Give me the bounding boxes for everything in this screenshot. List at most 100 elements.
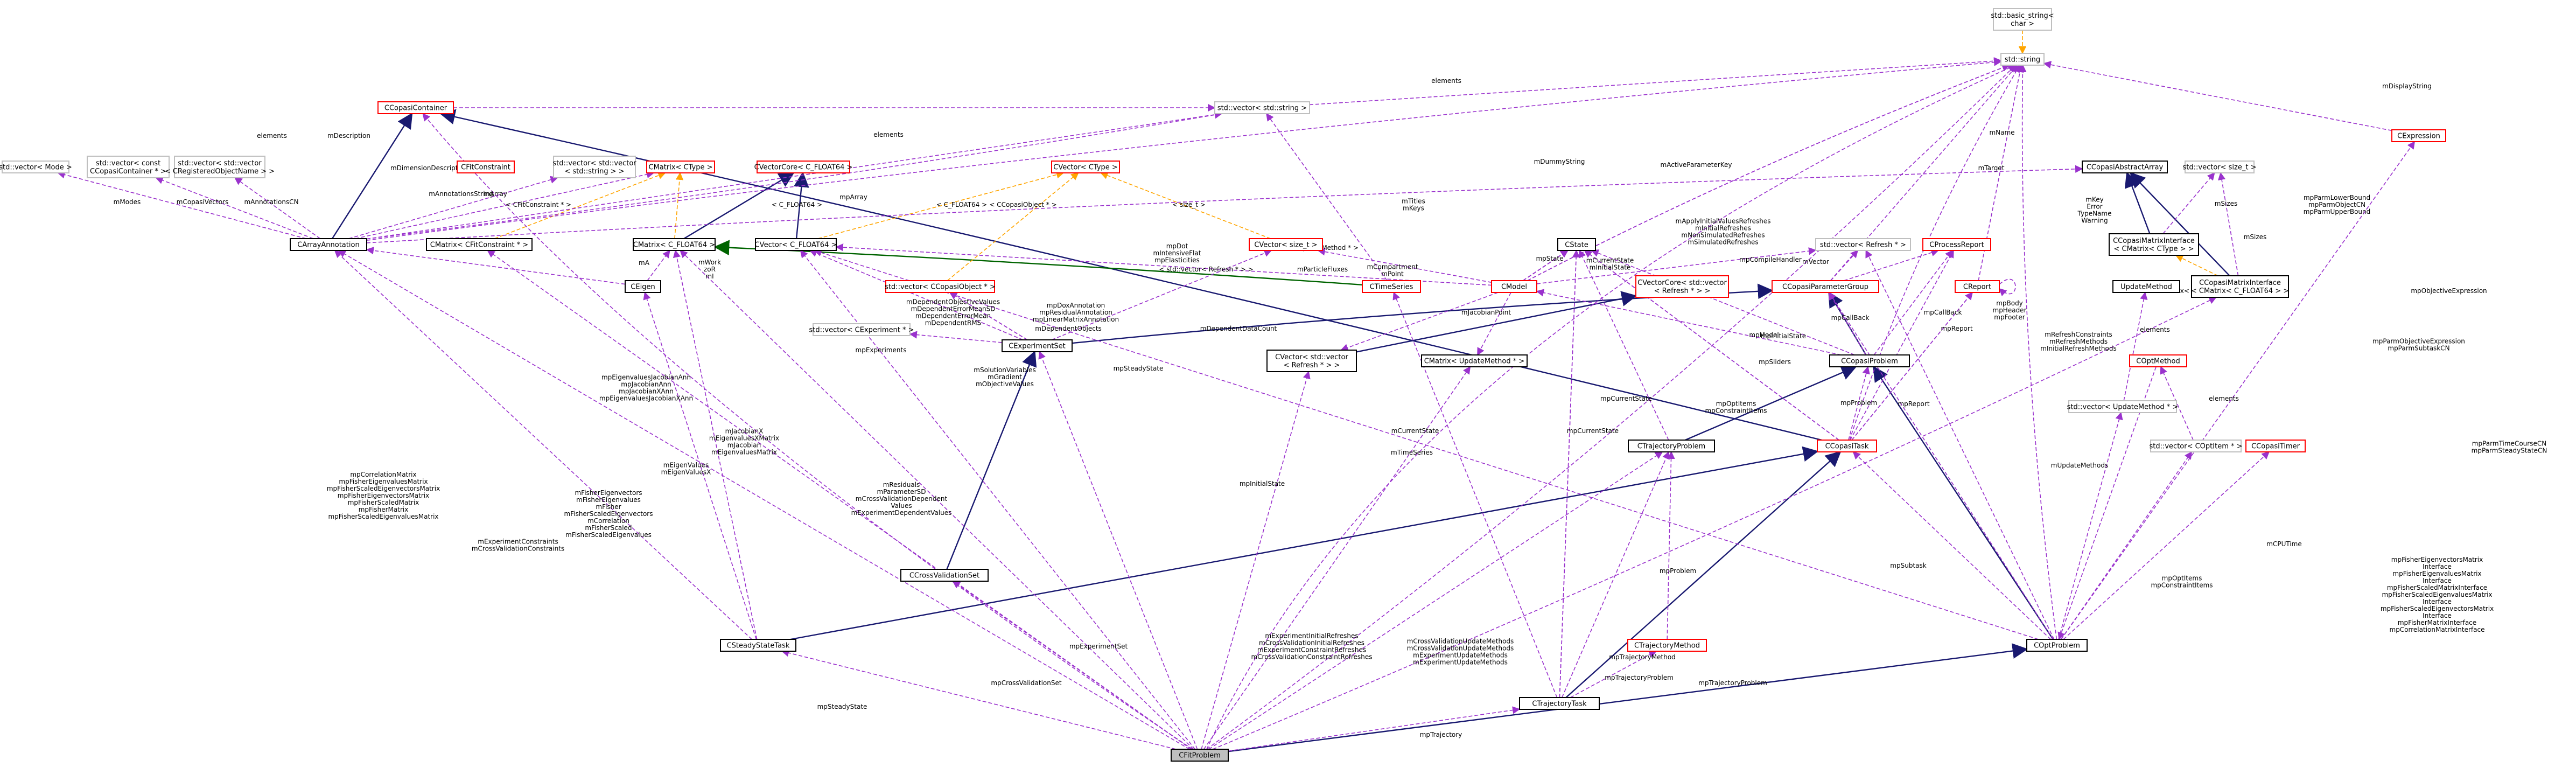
node-cvector_cfloat[interactable]: CVector< C_FLOAT64 >: [755, 238, 837, 251]
node-box: [1491, 280, 1537, 293]
node-cvectorcore_refresh[interactable]: CVectorCore< std::vector< Refresh * > >: [1635, 275, 1729, 298]
edge-line: [1206, 64, 2017, 750]
edge-line: [1685, 365, 1857, 441]
edge-coptproblem-to-cexpression: [2061, 141, 2416, 640]
edge-label-mdependentobjects: mDependentObjects: [1035, 325, 1102, 332]
edge-line: [1536, 247, 1817, 284]
node-cfconstraint[interactable]: CFitConstraint: [457, 161, 515, 173]
edge-label-mpcrossvalidationset: mpCrossValidationSet: [991, 679, 1061, 687]
node-vec_stdstring[interactable]: std::vector< std::string >: [1214, 101, 1310, 114]
edge-carrayannotation-to-vec_constcontainer: [155, 176, 313, 239]
edge-ccopasitask-to-cprocessreport: [1850, 249, 1954, 441]
node-ccrossvalidationset[interactable]: CCrossValidationSet: [900, 569, 989, 582]
node-label: std::vector< CCopasiObject * >: [885, 283, 996, 291]
node-cmodel[interactable]: CModel: [1491, 280, 1537, 293]
node-ctrajectorytask[interactable]: CTrajectoryTask: [1519, 697, 1600, 710]
node-vec_coptitem[interactable]: std::vector< COptItem * >: [2149, 440, 2243, 452]
node-updatemethod[interactable]: UpdateMethod: [2112, 280, 2180, 293]
edge-ccopasimatrixinterface2-to-ccopasiabstractarray: [2129, 172, 2230, 276]
edge-label-mptrajectoryproblem2: mpTrajectoryProblem: [1698, 679, 1767, 687]
edge-line: [909, 331, 1003, 343]
node-cexperimentset[interactable]: CExperimentSet: [1002, 339, 1073, 352]
node-ccopasimatrixinterface[interactable]: CCopasiMatrixInterface< CMatrix< CType >…: [2109, 233, 2199, 256]
node-vec_refresh[interactable]: std::vector< Refresh * >: [1815, 238, 1911, 251]
node-creport[interactable]: CReport: [1955, 280, 2000, 293]
node-cvector_ctype[interactable]: CVector< CType >: [1051, 161, 1120, 173]
node-box: [2082, 161, 2168, 173]
node-coptmethod[interactable]: COptMethod: [2129, 354, 2187, 367]
node-vec_mode[interactable]: std::vector< Mode >: [0, 161, 72, 173]
edge-cfitproblem-to-coptproblem: [1228, 643, 2028, 752]
edge-ccopasiproblem-to-cstate: [1591, 249, 1855, 355]
node-cmatrix_cfloat[interactable]: CMatrix< C_FLOAT64 >: [633, 238, 716, 251]
node-cmatrix_ctype[interactable]: CMatrix< CType >: [646, 161, 715, 173]
node-ccopasitask[interactable]: CCopasiTask: [1817, 440, 1877, 452]
node-cmatrix_cfitconstraint[interactable]: CMatrix< CFitConstraint * >: [426, 238, 533, 251]
node-vec_vec_registeredname[interactable]: std::vector< std::vector< CRegisteredObj…: [165, 156, 275, 178]
node-ccopasimatrixinterface2[interactable]: CCopasiMatrixInterface< CMatrix< C_FLOAT…: [2191, 275, 2289, 298]
node-ccopasicontainer[interactable]: CCopasiContainer: [377, 101, 454, 114]
edge-cexperimentset-to-cvector_size_t: [1051, 249, 1272, 340]
edge-line: [1850, 249, 1954, 441]
edge-ccopasitask-to-ccopasiproblem: [1848, 366, 1870, 441]
node-box: [1266, 350, 1357, 372]
edge-label-mpmodel: mpModel: [1749, 331, 1779, 339]
edge-label-mtimeseries: mTimeSeries: [1391, 449, 1433, 456]
node-ctrajectorymethod[interactable]: CTrajectoryMethod: [1627, 639, 1707, 652]
node-cvector_vec_refresh[interactable]: CVector< std::vector< Refresh * > >: [1266, 350, 1357, 372]
node-ccopasiproblem[interactable]: CCopasiProblem: [1829, 354, 1910, 367]
node-csteadystatetask[interactable]: CSteadyStateTask: [720, 639, 796, 652]
node-basic_string[interactable]: std::basic_string<char >: [1991, 8, 2054, 31]
node-ccopasiparametergroup[interactable]: CCopasiParameterGroup: [1772, 280, 1879, 293]
edge-label-mpcurrentstate: mpCurrentState: [1600, 395, 1652, 402]
node-cvector_size_t[interactable]: CVector< size_t >: [1249, 238, 1323, 251]
node-cprocessreport[interactable]: CProcessReport: [1922, 238, 1991, 251]
node-vec_cexperiment[interactable]: std::vector< CExperiment * >: [809, 323, 914, 336]
node-coptproblem[interactable]: COptProblem: [2026, 639, 2088, 652]
edge-cfitproblem-to-ccrossvalidationset: [952, 581, 1192, 750]
edge-ctrajectorytask-to-cstate: [1559, 249, 1580, 698]
node-vec_ccopasiobject[interactable]: std::vector< CCopasiObject * >: [885, 280, 996, 293]
node-cvectorcore_cfloat[interactable]: CVectorCore< C_FLOAT64 >: [754, 161, 853, 173]
node-label: CVectorCore< std::vector< Refresh * > >: [1637, 279, 1727, 295]
node-carrayannotation[interactable]: CArrayAnnotation: [290, 238, 367, 251]
edge-line: [1100, 171, 1271, 239]
node-ccopasitimer[interactable]: CCopasiTimer: [2245, 440, 2306, 452]
node-box: [2191, 275, 2289, 298]
node-vec_size_t_right[interactable]: std::vector< size_t >: [2183, 161, 2257, 173]
node-box: [2150, 440, 2242, 452]
edge-coptmethod-to-coptproblem: [2057, 366, 2157, 640]
node-box: [426, 238, 533, 251]
node-cexpression[interactable]: CExpression: [2391, 129, 2446, 142]
edge-cfitproblem-to-cexperimentset: [1038, 351, 1198, 750]
node-cmatrix_updatemethod[interactable]: CMatrix< UpdateMethod * >: [1421, 354, 1528, 367]
edge-line: [680, 249, 1194, 750]
node-box: [1214, 101, 1310, 114]
node-cstate[interactable]: CState: [1557, 238, 1596, 251]
node-box: [2112, 280, 2180, 293]
node-ccopasiabstractarray[interactable]: CCopasiAbstractArray: [2082, 161, 2168, 173]
edge-line: [1206, 64, 2017, 750]
node-stdstring[interactable]: std::string: [2000, 53, 2045, 66]
node-box: [1171, 749, 1229, 762]
node-ctimeseries[interactable]: CTimeSeries: [1362, 280, 1421, 293]
edge-carrayannotation-to-stdstring: [366, 58, 2002, 241]
edge-label-mpsliders: mpSliders: [1759, 358, 1791, 366]
node-label: CMatrix< C_FLOAT64 >: [633, 241, 715, 249]
node-ceigen[interactable]: CEigen: [625, 280, 661, 293]
node-box: [1922, 238, 1991, 251]
edge-ccopasitask-to-stdstring: [1849, 64, 2020, 441]
node-label: CReport: [1963, 283, 1991, 291]
node-box: [2245, 440, 2306, 452]
node-ctrajectoryproblem[interactable]: CTrajectoryProblem: [1628, 440, 1715, 452]
node-vec_vec_stdstring[interactable]: std::vector< std::vector< std::string > …: [552, 156, 636, 178]
edge-label-mjacobianpoint: mJacobianPoint: [1461, 309, 1511, 316]
node-label: CCopasiTimer: [2251, 443, 2300, 451]
edge-vec_stdstring-to-stdstring: [1309, 57, 2002, 106]
node-vec_updatemethod[interactable]: std::vector< UpdateMethod * >: [2067, 400, 2179, 413]
node-label: CCrossValidationSet: [909, 572, 979, 580]
node-cfitproblem[interactable]: CFitProblem: [1171, 749, 1229, 762]
